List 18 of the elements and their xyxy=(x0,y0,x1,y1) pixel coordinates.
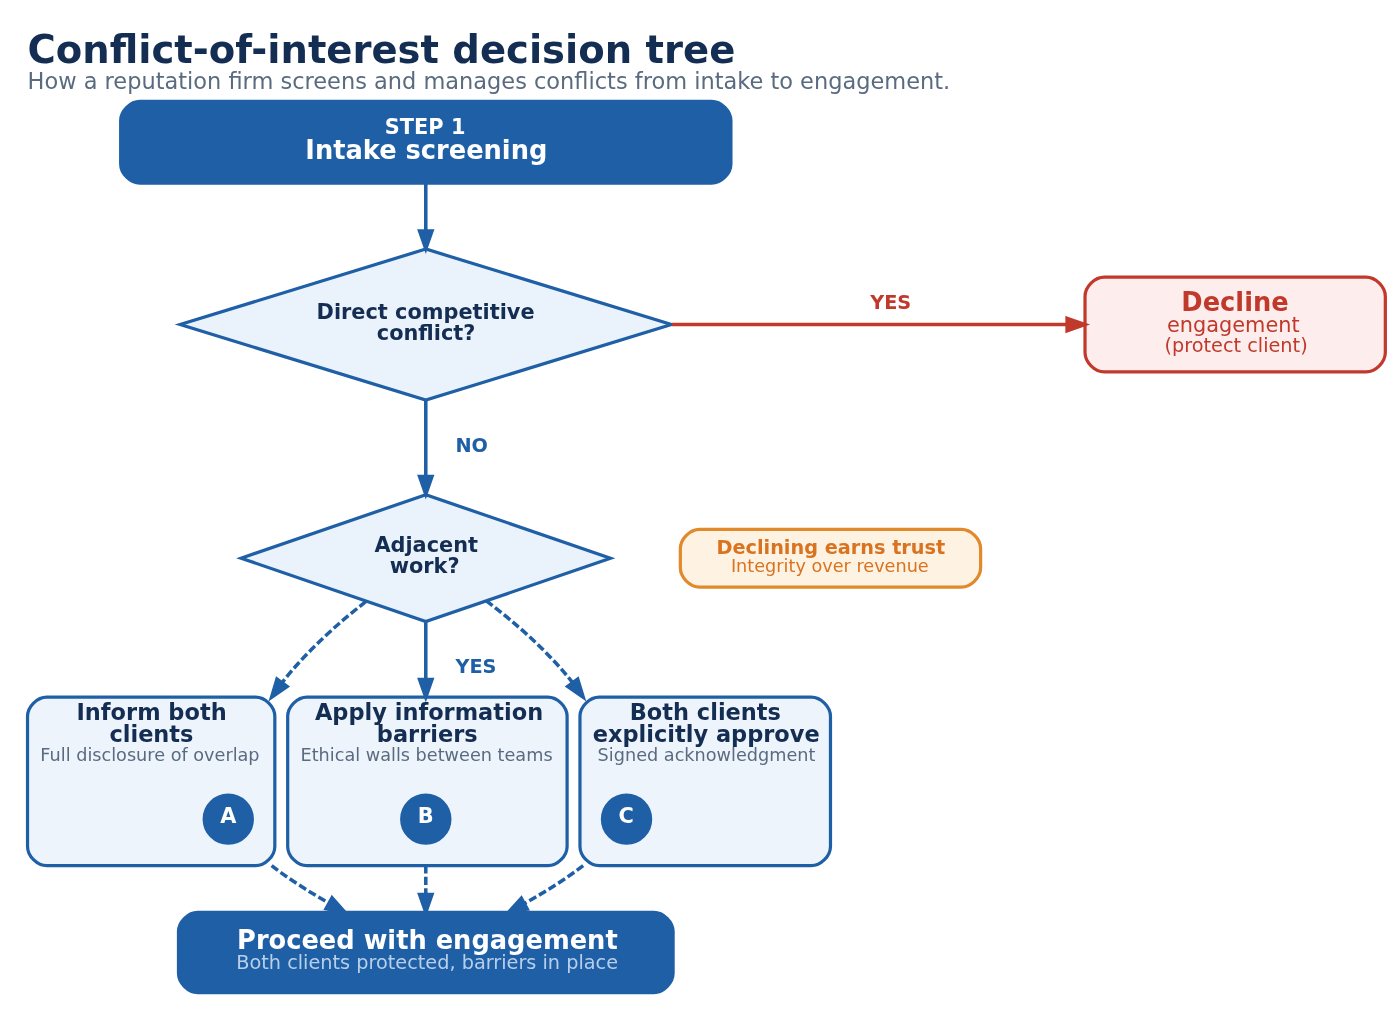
arrow xyxy=(417,400,435,500)
arrow xyxy=(417,622,435,703)
node-box: STEP 1 Intake screening xyxy=(119,99,733,185)
node-circle: C xyxy=(600,793,653,845)
arrow xyxy=(268,600,367,702)
node-diamond: Adjacent work? xyxy=(236,493,616,624)
node-circle: B xyxy=(400,793,452,845)
node-box: Decline engagement (protect client) xyxy=(1083,275,1387,374)
arrow xyxy=(417,183,435,255)
edge-label: YES xyxy=(455,655,497,679)
caption: How a reputation firm screens and manages conflicts from intake to engagement. xyxy=(27,67,951,94)
node-box: Proceed with engagement Both clients protected, barriers in place xyxy=(176,910,675,995)
node-circle: A xyxy=(202,793,254,845)
arrow xyxy=(485,599,587,702)
arrow xyxy=(671,315,1091,334)
edge-label: YES xyxy=(870,290,912,314)
edge-label: NO xyxy=(455,433,489,457)
node-box: Declining earns trust Integrity over revenue xyxy=(678,527,983,589)
